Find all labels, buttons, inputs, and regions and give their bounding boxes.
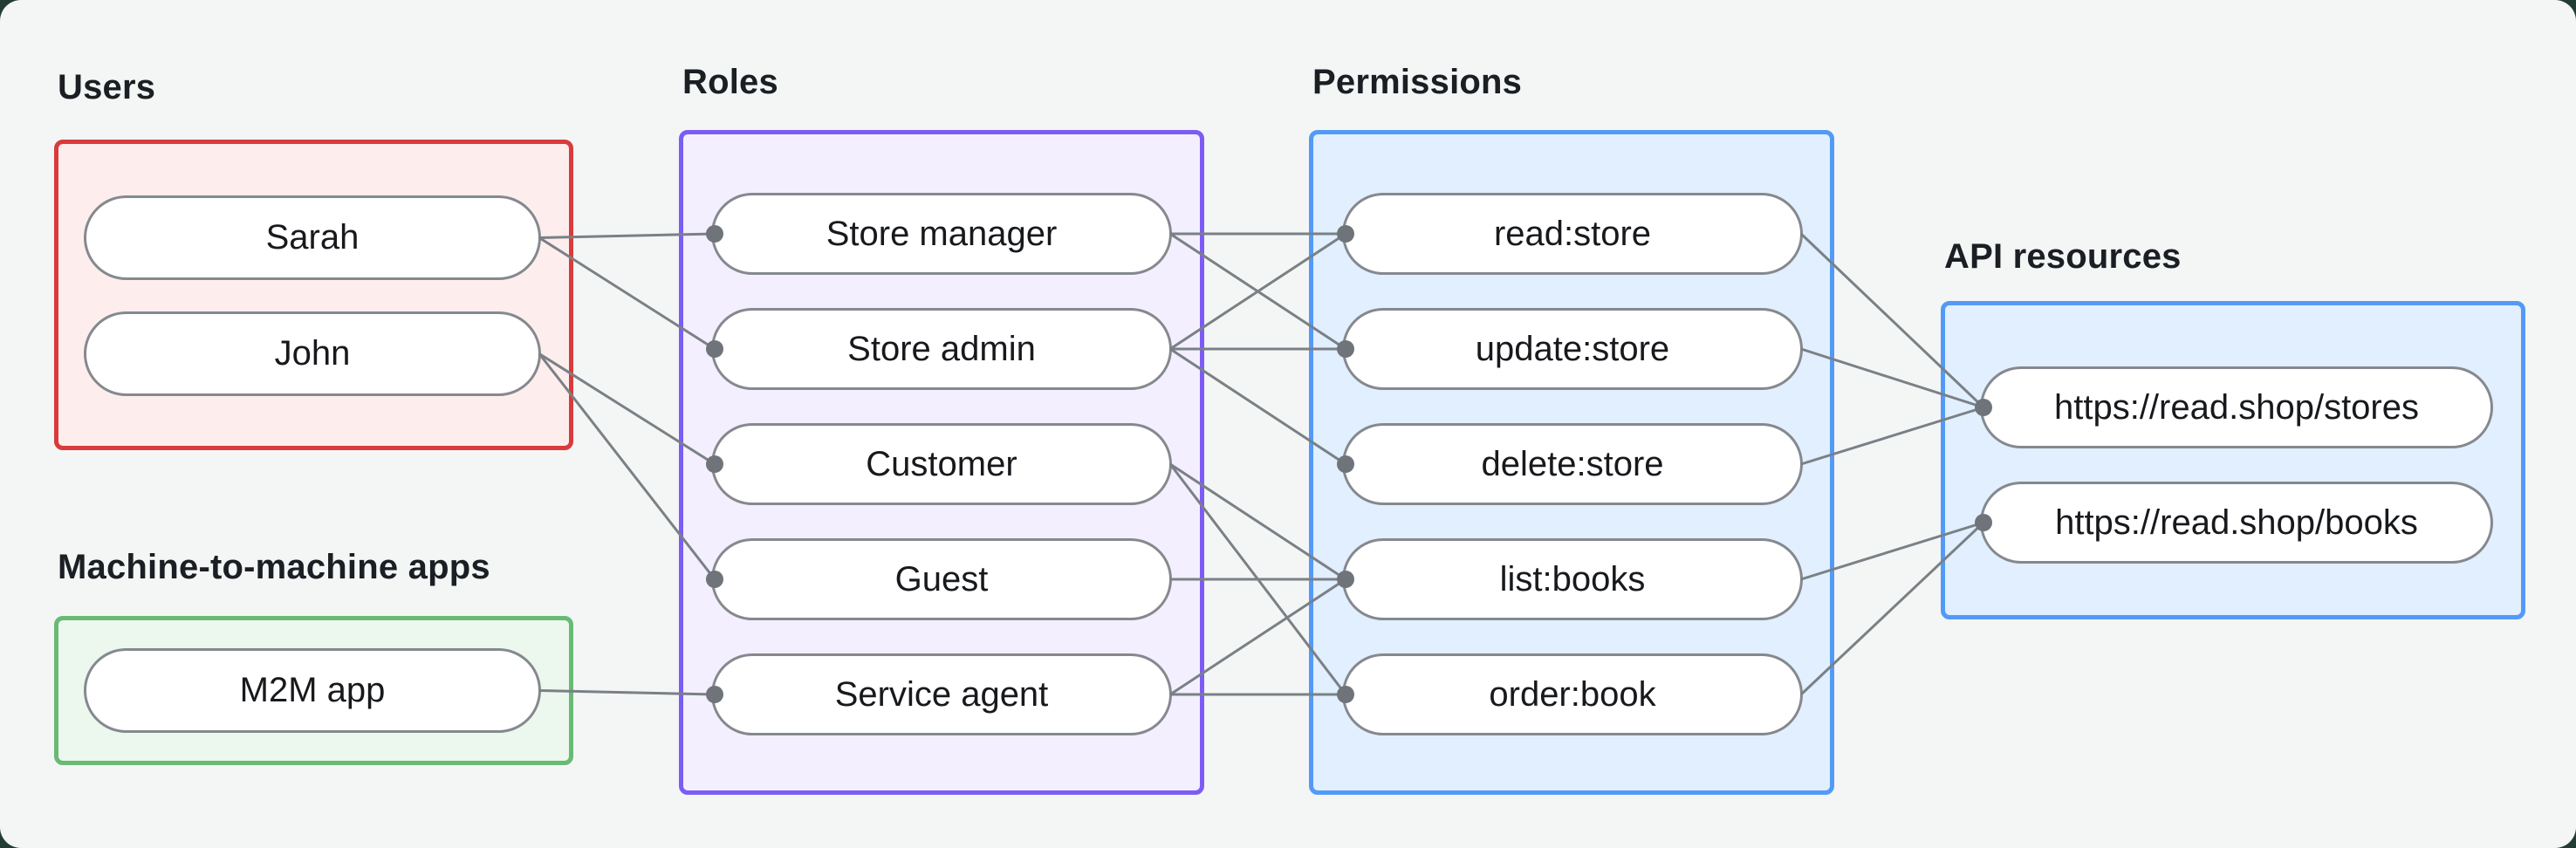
group-label-roles: Roles bbox=[682, 63, 778, 101]
node-update-store: update:store bbox=[1342, 308, 1803, 390]
node-stores-api: https://read.shop/stores bbox=[1980, 366, 2493, 448]
group-label-api-resources: API resources bbox=[1944, 237, 2182, 276]
group-box-users bbox=[54, 140, 573, 450]
node-guest: Guest bbox=[711, 538, 1172, 620]
node-list-books: list:books bbox=[1342, 538, 1803, 620]
node-books-api: https://read.shop/books bbox=[1980, 482, 2493, 564]
node-store-manager: Store manager bbox=[711, 193, 1172, 275]
group-box-api-resources bbox=[1941, 301, 2525, 619]
node-sarah: Sarah bbox=[84, 195, 541, 280]
node-read-store: read:store bbox=[1342, 193, 1803, 275]
group-label-m2m-apps: Machine-to-machine apps bbox=[58, 548, 490, 586]
node-m2m-app: M2M app bbox=[84, 648, 541, 733]
group-label-users: Users bbox=[58, 68, 156, 106]
node-customer: Customer bbox=[711, 423, 1172, 505]
group-label-permissions: Permissions bbox=[1312, 63, 1523, 101]
node-service-agent: Service agent bbox=[711, 653, 1172, 735]
node-store-admin: Store admin bbox=[711, 308, 1172, 390]
node-delete-store: delete:store bbox=[1342, 423, 1803, 505]
node-order-book: order:book bbox=[1342, 653, 1803, 735]
node-john: John bbox=[84, 311, 541, 396]
